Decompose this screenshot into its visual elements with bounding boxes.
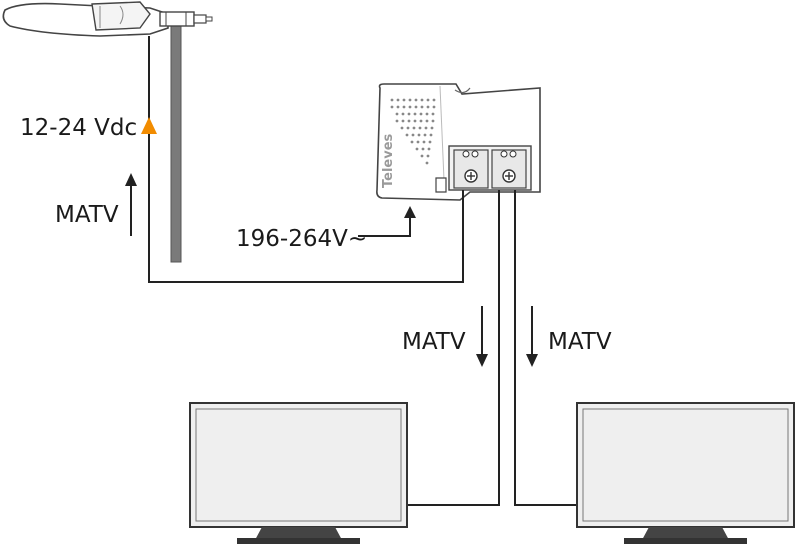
tv-icon xyxy=(189,402,408,544)
coax-wires xyxy=(148,36,578,506)
dc-power-marker xyxy=(141,117,157,134)
dc-voltage-label: 12-24 Vdc xyxy=(20,115,137,141)
brand-logo: Televes xyxy=(381,133,396,188)
matv-right-label: MATV xyxy=(548,329,612,355)
matv-up-arrow xyxy=(125,173,137,236)
matv-left-label: MATV xyxy=(402,329,466,355)
vent-grille xyxy=(390,98,436,165)
matv-up-label: MATV xyxy=(55,202,119,228)
matv-down-arrow-right xyxy=(526,306,538,367)
mains-voltage-label: 196-264V~ xyxy=(236,226,367,252)
matv-down-arrow-left xyxy=(476,306,488,367)
tv-icon xyxy=(576,402,795,544)
power-supply-icon: Televes xyxy=(376,83,541,201)
mast-icon xyxy=(170,17,182,263)
antenna-icon xyxy=(2,1,213,37)
